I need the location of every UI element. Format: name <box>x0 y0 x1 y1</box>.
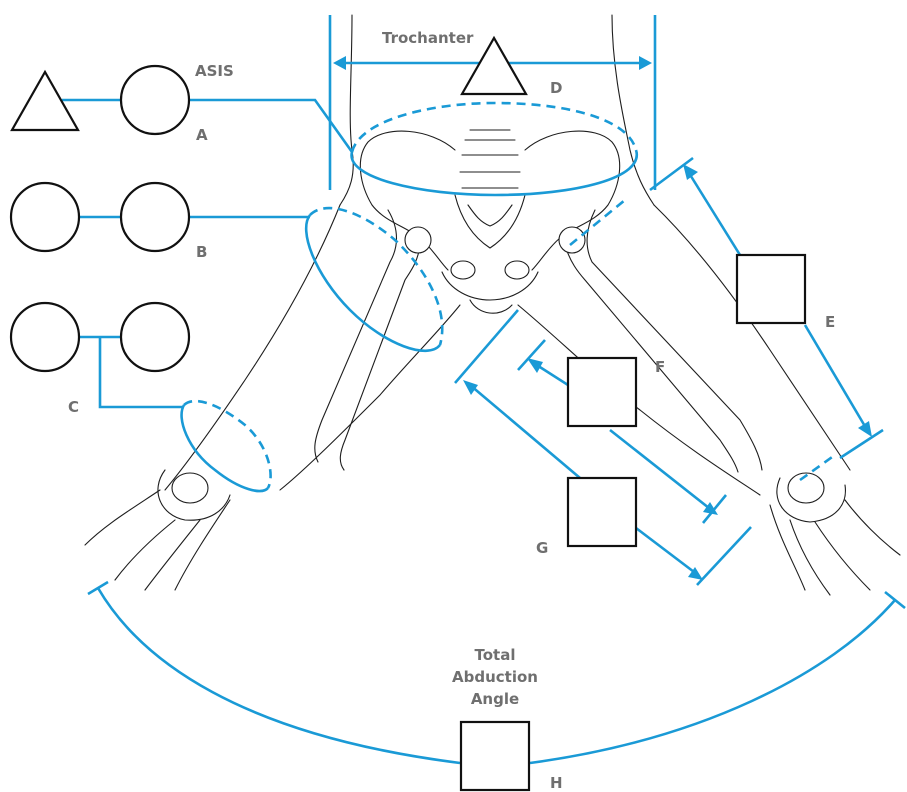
abduction-arc-right-tick <box>885 592 905 608</box>
left-lower-leg <box>85 490 230 590</box>
obturator-left <box>451 261 475 279</box>
b-circle-left-input[interactable] <box>11 183 79 251</box>
left-thigh-outer <box>165 205 340 490</box>
right-thigh-outer <box>654 205 850 470</box>
abduction-arc-right <box>530 600 895 763</box>
left-patella <box>172 473 208 503</box>
asis-ellipse-back <box>352 103 636 152</box>
abduction-arc-left-tick <box>88 582 108 594</box>
obturator-right <box>505 261 529 279</box>
h-square-input[interactable] <box>461 722 529 790</box>
g-arrow-top <box>463 380 478 395</box>
pelvis-left-wing <box>360 131 455 270</box>
right-lower-leg <box>770 500 900 595</box>
label-a: A <box>196 126 208 144</box>
trochanter-label: Trochanter <box>382 29 474 47</box>
e-square-input[interactable] <box>737 255 805 323</box>
trochanter-arrow-right <box>639 56 652 70</box>
right-knee <box>777 478 846 522</box>
connector-a-to-asis <box>188 100 352 152</box>
trochanter-arrow-left <box>333 56 346 70</box>
label-g: G <box>536 539 548 557</box>
left-femur-inner <box>340 245 420 470</box>
left-knee <box>158 470 230 520</box>
input-shapes <box>11 38 805 790</box>
knee-ellipse-back <box>184 401 271 488</box>
e-line-lower <box>805 325 866 428</box>
e-line-upper <box>689 173 740 255</box>
total-abduction-angle-line2: Abduction <box>452 668 538 686</box>
e-tick-bottom <box>840 430 883 458</box>
label-b: B <box>196 243 207 261</box>
e-arrow-bottom <box>858 421 872 437</box>
crotch <box>470 300 512 313</box>
sacrum-detail <box>468 205 512 226</box>
left-thigh-inner <box>280 305 460 490</box>
total-abduction-angle-line1: Total <box>475 646 516 664</box>
g-line-lower <box>636 528 698 575</box>
asis-label: ASIS <box>195 62 234 80</box>
f-arrow-top <box>527 358 543 373</box>
label-e: E <box>825 313 835 331</box>
label-c: C <box>68 398 79 416</box>
right-patella <box>788 473 824 503</box>
a-circle-input[interactable] <box>121 66 189 134</box>
label-d: D <box>550 79 562 97</box>
total-abduction-angle-line3: Angle <box>471 690 519 708</box>
g-square-input[interactable] <box>568 478 636 546</box>
b-circle-right-input[interactable] <box>121 183 189 251</box>
c-circle-right-input[interactable] <box>121 303 189 371</box>
abduction-arc-left <box>98 588 460 763</box>
label-f: F <box>655 358 665 376</box>
pubis <box>442 272 538 300</box>
f-square-input[interactable] <box>568 358 636 426</box>
g-tick-bottom <box>697 527 751 585</box>
label-h: H <box>550 774 563 792</box>
right-femoral-head <box>559 227 585 253</box>
c-circle-left-input[interactable] <box>11 303 79 371</box>
knee-ellipse-front <box>182 405 268 491</box>
left-femoral-head <box>405 227 431 253</box>
g-tick-top <box>455 310 518 383</box>
sacrum <box>455 195 525 248</box>
spine <box>460 130 520 188</box>
g-line-upper <box>470 385 580 478</box>
torso-left-outline <box>340 15 353 205</box>
right-thigh-inner <box>518 305 760 495</box>
